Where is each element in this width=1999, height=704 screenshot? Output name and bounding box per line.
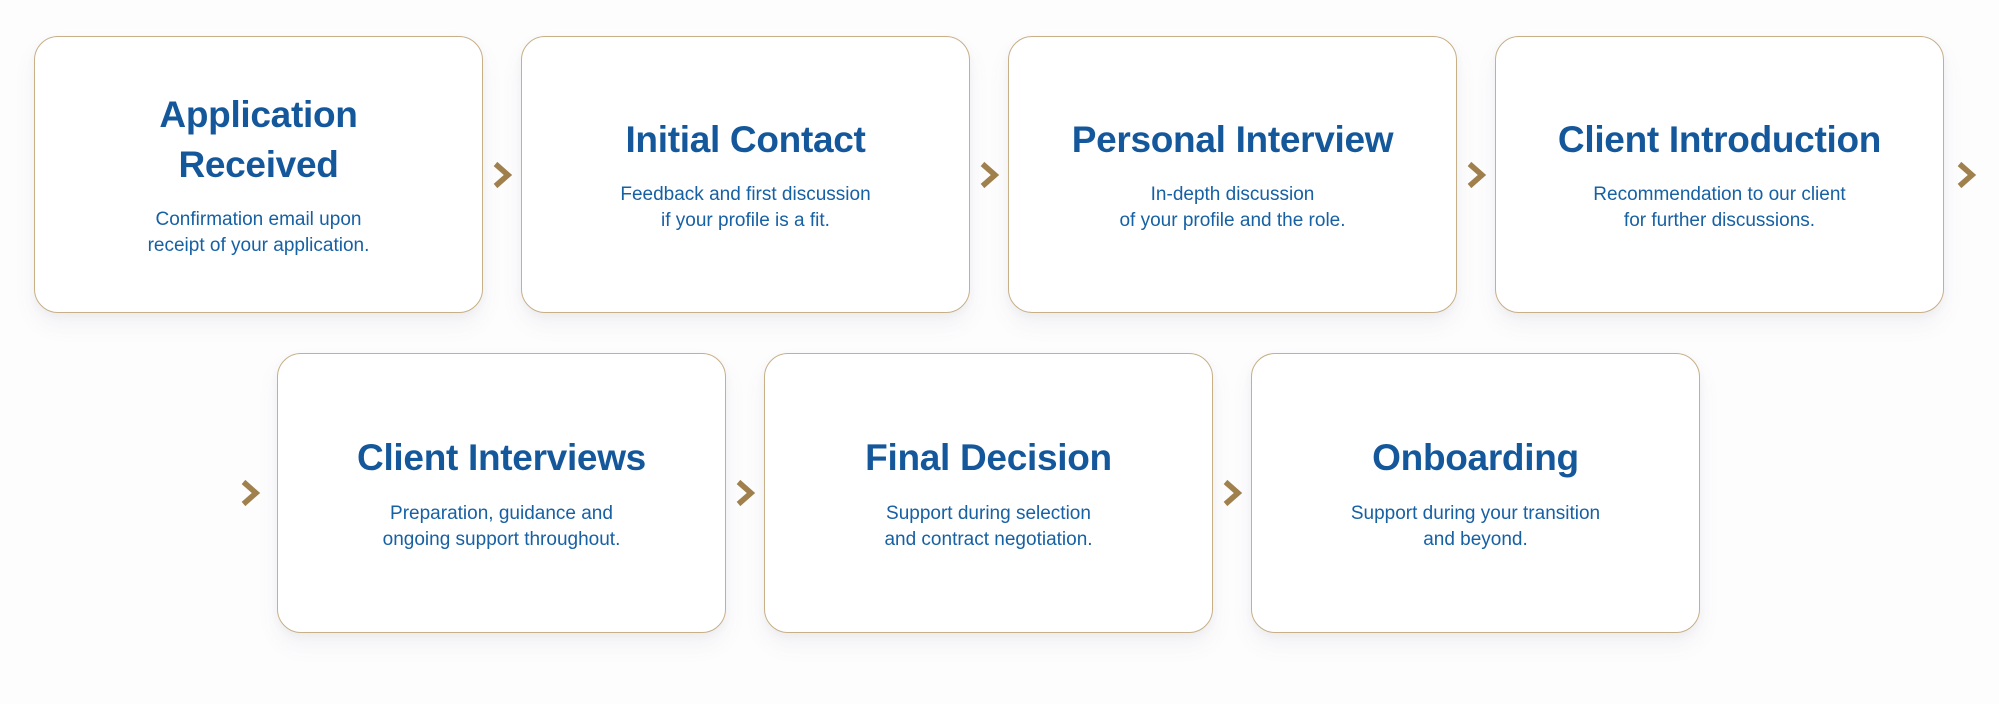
step-title: Client Interviews	[357, 437, 646, 479]
step-description-line: Support during selection	[886, 502, 1091, 524]
step-card-personal-interview: Personal Interview In-depth discussion o…	[1008, 36, 1457, 313]
step-card-onboarding: Onboarding Support during your transitio…	[1251, 353, 1700, 633]
arrow-right-icon	[1457, 161, 1495, 189]
arrow-right-icon	[224, 479, 277, 507]
step-description: Confirmation email upon receipt of your …	[148, 207, 370, 259]
step-description: Support during your transition and beyon…	[1351, 501, 1600, 553]
step-description-line: of your profile and the role.	[1119, 210, 1346, 232]
arrow-right-icon	[970, 161, 1008, 189]
step-title: Application Received	[159, 93, 358, 185]
step-title: Onboarding	[1372, 437, 1579, 479]
step-description: Feedback and first discussion if your pr…	[620, 182, 870, 234]
arrow-right-icon	[1944, 161, 1988, 189]
step-description-line: and contract negotiation.	[884, 528, 1093, 550]
step-title: Client Introduction	[1557, 118, 1882, 160]
step-card-client-interviews: Client Interviews Preparation, guidance …	[277, 353, 726, 633]
process-row-1: Application Received Confirmation email …	[34, 36, 1999, 313]
step-card-client-introduction: Client Introduction Recommendation to ou…	[1495, 36, 1944, 313]
step-description-line: Recommendation to our client	[1593, 184, 1846, 206]
recruitment-process-flow: Application Received Confirmation email …	[0, 36, 1999, 704]
step-description-line: Feedback and first discussion	[620, 184, 871, 206]
step-description: Support during selection and contract ne…	[884, 501, 1092, 553]
step-card-initial-contact: Initial Contact Feedback and first discu…	[521, 36, 970, 313]
step-description-line: Confirmation email upon	[155, 209, 362, 231]
arrow-right-icon	[726, 479, 764, 507]
step-title: Final Decision	[865, 437, 1112, 479]
step-description: In-depth discussion of your profile and …	[1119, 182, 1345, 234]
step-description: Recommendation to our client for further…	[1593, 182, 1845, 234]
step-title: Personal Interview	[1071, 118, 1394, 160]
arrow-right-icon	[483, 161, 521, 189]
step-description-line: In-depth discussion	[1150, 184, 1315, 206]
step-card-final-decision: Final Decision Support during selection …	[764, 353, 1213, 633]
step-description: Preparation, guidance and ongoing suppor…	[383, 501, 621, 553]
process-row-2: Client Interviews Preparation, guidance …	[224, 353, 1999, 633]
step-card-application-received: Application Received Confirmation email …	[34, 36, 483, 313]
arrow-right-icon	[1213, 479, 1251, 507]
step-description-line: Preparation, guidance and	[390, 502, 613, 524]
step-description-line: if your profile is a fit.	[661, 210, 830, 232]
step-description-line: Support during your transition	[1350, 502, 1601, 524]
step-description-line: for further discussions.	[1623, 210, 1816, 232]
step-title: Initial Contact	[625, 118, 866, 160]
step-description-line: receipt of your application.	[147, 235, 370, 257]
step-description-line: and beyond.	[1423, 528, 1528, 550]
step-description-line: ongoing support throughout.	[382, 528, 621, 550]
